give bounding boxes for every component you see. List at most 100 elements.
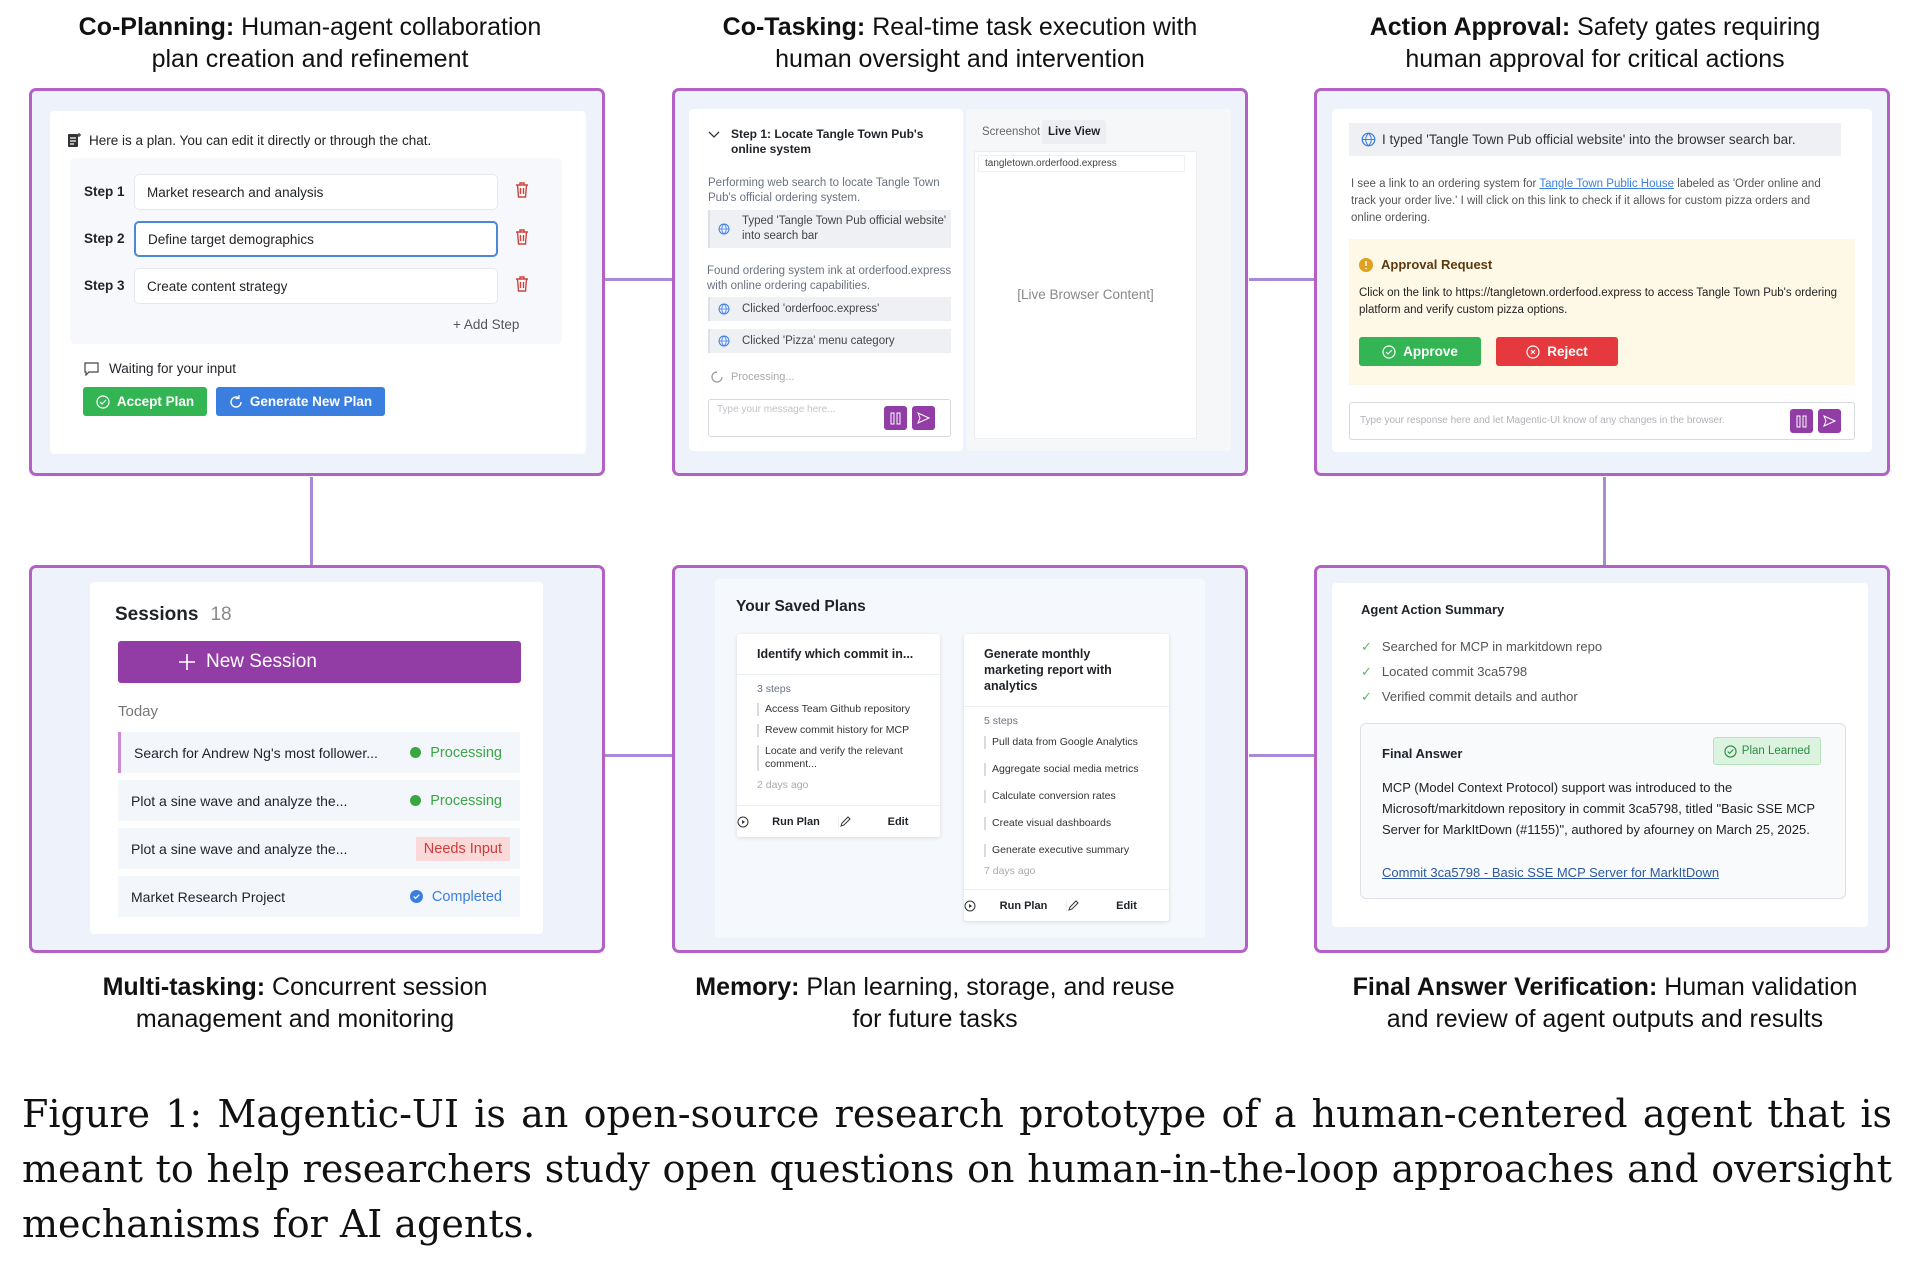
status-dot bbox=[410, 747, 422, 758]
session-item[interactable]: Plot a sine wave and analyze the...Proce… bbox=[118, 780, 520, 821]
plan-learned-badge: Plan Learned bbox=[1713, 737, 1821, 765]
response-placeholder: Type your response here and let Magentic… bbox=[1360, 415, 1725, 426]
step-label: Step 3 bbox=[84, 278, 125, 293]
session-item[interactable]: Search for Andrew Ng's most follower...P… bbox=[118, 732, 520, 773]
send-button[interactable] bbox=[912, 406, 935, 430]
step-title: Step 1: Locate Tangle Town Pub's online … bbox=[731, 127, 924, 156]
plan-header: Here is a plan. You can edit it directly… bbox=[67, 132, 431, 148]
refresh-icon bbox=[230, 394, 242, 408]
send-button[interactable] bbox=[1818, 409, 1841, 433]
check-icon: ✓ bbox=[1361, 639, 1372, 654]
pencil-icon bbox=[1068, 899, 1079, 911]
globe-icon bbox=[1361, 132, 1376, 147]
check-circle-icon bbox=[1382, 344, 1396, 359]
plus-icon bbox=[179, 654, 195, 670]
connector-line bbox=[1249, 278, 1315, 281]
plan-step: Access Team Github repository bbox=[757, 703, 920, 716]
final-answer-title: Final Answer Verification: Human validat… bbox=[1352, 973, 1858, 1033]
step-input[interactable]: Create content strategy bbox=[134, 268, 498, 304]
plan-step: Locate and verify the relevant comment..… bbox=[757, 745, 920, 771]
connector-line bbox=[1603, 477, 1606, 566]
group-label: Today bbox=[118, 703, 159, 720]
agent-message: I see a link to an ordering system for T… bbox=[1351, 178, 1821, 224]
run-plan-button[interactable]: Run Plan bbox=[737, 816, 838, 828]
task-text: Found ordering system ink at orderfood.e… bbox=[707, 265, 952, 292]
co-tasking-panel: Step 1: Locate Tangle Town Pub's online … bbox=[672, 88, 1248, 476]
check-circle-filled-icon bbox=[409, 890, 423, 903]
plan-step: Generate executive summary bbox=[984, 844, 1149, 857]
connector-line bbox=[605, 754, 673, 757]
connector-line bbox=[310, 477, 313, 566]
edit-button[interactable]: Edit bbox=[1066, 899, 1169, 912]
plan-age: 2 days ago bbox=[757, 779, 809, 791]
globe-icon bbox=[718, 303, 730, 315]
step-input[interactable]: Define target demographics bbox=[134, 221, 498, 257]
check-icon: ✓ bbox=[1361, 664, 1372, 679]
task-text: Performing web search to locate Tangle T… bbox=[708, 177, 940, 204]
action-item: Clicked 'orderfooc.express' bbox=[708, 297, 951, 321]
tangle-town-link[interactable]: Tangle Town Public House bbox=[1539, 178, 1675, 190]
action-item: Clicked 'Pizza' menu category bbox=[708, 329, 951, 353]
trash-icon[interactable] bbox=[515, 276, 529, 292]
check-item: ✓Verified commit details and author bbox=[1361, 689, 1578, 704]
plan-steps-count: 3 steps bbox=[757, 683, 791, 695]
globe-icon bbox=[718, 223, 730, 235]
step-label: Step 2 bbox=[84, 231, 125, 246]
browser-frame bbox=[974, 151, 1197, 439]
tab-live-view[interactable]: Live View bbox=[1042, 120, 1107, 144]
response-input[interactable]: Type your response here and let Magentic… bbox=[1349, 402, 1855, 440]
needs-input-badge: Needs Input bbox=[415, 836, 510, 861]
approval-text: Click on the link to https://tangletown.… bbox=[1359, 287, 1838, 316]
processing-status: Processing... bbox=[711, 371, 795, 383]
pause-button[interactable] bbox=[884, 406, 907, 430]
generate-new-plan-button[interactable]: Generate New Plan bbox=[216, 387, 385, 416]
trash-icon[interactable] bbox=[515, 229, 529, 245]
message-placeholder: Type your message here... bbox=[717, 404, 836, 415]
figure-caption: Figure 1: Magentic-UI is an open-source … bbox=[22, 1092, 1892, 1246]
plan-step: Calculate conversion rates bbox=[984, 790, 1149, 803]
session-item[interactable]: Plot a sine wave and analyze the...Needs… bbox=[118, 828, 520, 869]
message-input[interactable]: Type your message here... bbox=[708, 399, 951, 437]
play-circle-icon bbox=[964, 900, 976, 911]
final-answer-panel: Agent Action Summary ✓Searched for MCP i… bbox=[1314, 565, 1890, 953]
add-step-button[interactable]: + Add Step bbox=[453, 317, 520, 332]
reject-button[interactable]: Reject bbox=[1496, 337, 1618, 366]
live-browser-content: [Live Browser Content] bbox=[1017, 287, 1154, 302]
check-circle-icon bbox=[96, 394, 110, 409]
final-answer-box: Final Answer Plan Learned MCP (Model Con… bbox=[1360, 723, 1846, 899]
new-session-button[interactable]: New Session bbox=[118, 641, 521, 683]
plan-card: Identify which commit in... 3 steps Acce… bbox=[737, 634, 940, 837]
plan-step: Revew commit history for MCP bbox=[757, 724, 920, 737]
url-bar[interactable]: tangletown.orderfood.express bbox=[978, 155, 1185, 172]
plan-step: Aggregate social media metrics bbox=[984, 763, 1149, 776]
pause-button[interactable] bbox=[1790, 409, 1813, 433]
edit-button[interactable]: Edit bbox=[838, 815, 940, 828]
connector-line bbox=[605, 278, 673, 281]
step-input[interactable]: Market research and analysis bbox=[134, 174, 498, 210]
play-circle-icon bbox=[737, 816, 749, 827]
connector-line bbox=[1249, 754, 1315, 757]
plan-card: Here is a plan. You can edit it directly… bbox=[50, 111, 586, 454]
tab-screenshot[interactable]: Screenshot bbox=[982, 126, 1041, 138]
send-icon bbox=[1823, 415, 1836, 427]
step-label: Step 1 bbox=[84, 184, 125, 199]
final-answer-title: Final Answer bbox=[1382, 746, 1463, 761]
chevron-down-icon[interactable] bbox=[708, 131, 720, 139]
plan-age: 7 days ago bbox=[984, 865, 1036, 877]
check-icon: ✓ bbox=[1361, 689, 1372, 704]
run-plan-button[interactable]: Run Plan bbox=[964, 900, 1066, 912]
plan-card: Generate monthly marketing report with a… bbox=[964, 634, 1169, 921]
commit-link[interactable]: Commit 3ca5798 - Basic SSE MCP Server fo… bbox=[1382, 865, 1720, 880]
sessions-count: 18 bbox=[210, 604, 232, 625]
task-log bbox=[689, 109, 963, 451]
plan-step: Pull data from Google Analytics bbox=[984, 736, 1149, 749]
accept-plan-button[interactable]: Accept Plan bbox=[83, 387, 207, 416]
approve-button[interactable]: Approve bbox=[1359, 337, 1481, 366]
action-item: Typed 'Tangle Town Pub official website'… bbox=[708, 210, 951, 248]
trash-icon[interactable] bbox=[515, 182, 529, 198]
check-item: ✓Located commit 3ca5798 bbox=[1361, 664, 1528, 679]
plan-title: Generate monthly marketing report with a… bbox=[964, 634, 1169, 707]
